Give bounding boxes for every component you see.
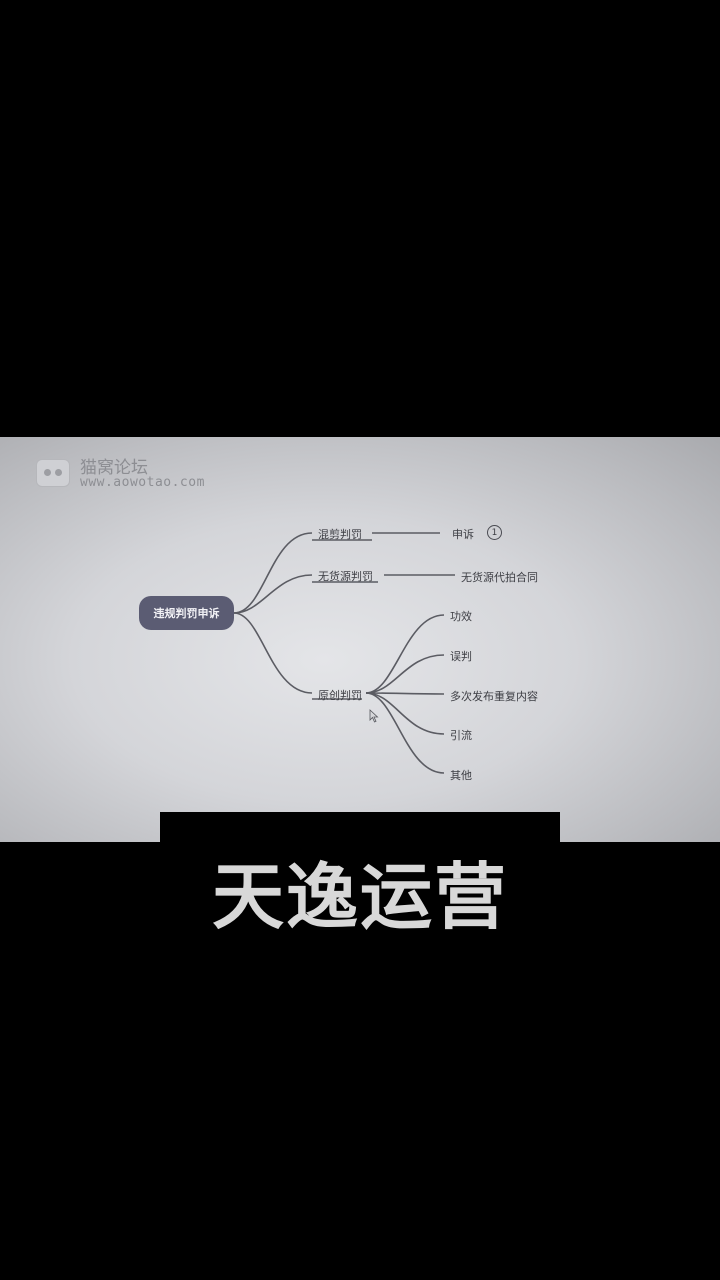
link-yuanchuang-gongxiao	[365, 614, 445, 694]
mindmap-node-yuanchuang[interactable]: 原创判罚	[318, 689, 362, 702]
mindmap-node-hetong[interactable]: 无货源代拍合同	[461, 571, 538, 584]
forum-watermark: 猫窝论坛 www.aowotao.com	[36, 453, 236, 493]
cat-face-icon	[36, 459, 70, 487]
number-badge: 1	[487, 525, 502, 540]
mindmap-node-qita[interactable]: 其他	[450, 769, 472, 782]
link-yuanchuang-qita	[365, 692, 445, 774]
watermark-url: www.aowotao.com	[80, 475, 205, 490]
mindmap-node-gongxiao[interactable]: 功效	[450, 610, 472, 623]
mindmap-node-shensu[interactable]: 申诉	[452, 528, 474, 541]
screen-capture: 猫窝论坛 www.aowotao.com 违规判罚申诉 混剪判罚 无货源判罚 原…	[0, 437, 720, 842]
caption-background	[160, 812, 560, 932]
mindmap-node-yinliu[interactable]: 引流	[450, 729, 472, 742]
link-root-hunjian	[233, 532, 313, 614]
mouse-cursor-icon	[369, 709, 379, 723]
link-yuanchuang-wupan	[365, 654, 445, 694]
link-yuanchuang-chongfu	[365, 692, 445, 695]
link-root-wuhuoyuan	[233, 574, 313, 614]
mindmap-node-hunjian[interactable]: 混剪判罚	[318, 528, 362, 541]
mindmap-node-chongfu[interactable]: 多次发布重复内容	[450, 690, 538, 703]
mindmap-connectors	[233, 532, 455, 774]
watermark-title: 猫窝论坛	[80, 458, 148, 478]
link-root-yuanchuang	[233, 612, 313, 694]
mindmap-node-wuhuoyuan[interactable]: 无货源判罚	[318, 570, 373, 583]
mindmap-node-wupan[interactable]: 误判	[450, 650, 472, 663]
mindmap-root-node[interactable]: 违规判罚申诉	[139, 596, 234, 630]
link-yuanchuang-yinliu	[365, 692, 445, 735]
video-caption: 天逸运营	[211, 855, 508, 939]
